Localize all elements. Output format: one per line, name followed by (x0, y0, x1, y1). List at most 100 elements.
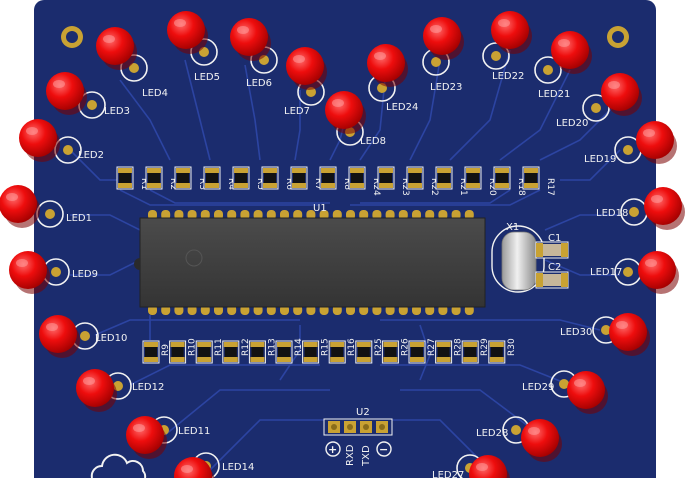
led-label: LED22 (492, 71, 524, 82)
capacitor-c2 (535, 271, 569, 289)
red-led (96, 27, 137, 70)
smd-resistor: R24 (348, 166, 381, 196)
resistor-label: R4 (226, 178, 236, 190)
led-silkscreen-ring (534, 56, 562, 84)
resistor-label: R16 (347, 338, 357, 356)
mounting-hole-icon (607, 26, 629, 48)
chip-label: U1 (313, 203, 327, 214)
smd-resistor: R11 (195, 338, 224, 364)
red-led (638, 251, 679, 294)
red-led (126, 416, 167, 459)
smd-resistor: R15 (302, 338, 331, 364)
resistor-label: R26 (400, 338, 410, 356)
red-led (0, 185, 40, 228)
red-led (76, 369, 117, 412)
led-label: LED1 (66, 213, 92, 224)
resistor-label: R11 (214, 338, 224, 356)
led-label: LED11 (178, 426, 210, 437)
led-label: LED19 (584, 154, 616, 165)
led-label: LED8 (360, 136, 386, 147)
smd-resistor: R23 (377, 166, 410, 196)
led-label: LED23 (430, 82, 462, 93)
red-led (174, 457, 215, 478)
resistor-label: R27 (427, 338, 437, 356)
connector-label: U2 (356, 407, 370, 418)
resistor-label: R14 (294, 338, 304, 356)
smd-resistor: R29 (461, 338, 490, 364)
led-label: LED27 (432, 470, 464, 478)
led-pad (431, 57, 441, 67)
led-body-layer (0, 11, 685, 478)
smd-resistor: R12 (222, 338, 251, 364)
resistor-label: R13 (267, 338, 277, 356)
crystal-oscillator (491, 225, 545, 293)
smd-resistor: R10 (169, 338, 198, 364)
red-led (551, 31, 592, 74)
led-pad (601, 325, 611, 335)
led-label: LED24 (386, 102, 418, 113)
smd-resistor: R18 (493, 166, 526, 196)
red-led (230, 18, 271, 61)
smd-resistor: R8 (319, 166, 352, 190)
led-pad (491, 51, 501, 61)
capacitor-label: C1 (548, 233, 561, 244)
resistor-label: R29 (480, 338, 490, 356)
mounting-hole-icon (61, 26, 83, 48)
led-pad (129, 63, 139, 73)
led-label: LED10 (95, 333, 127, 344)
smd-resistor: R25 (355, 338, 384, 364)
smd-resistor: R22 (406, 166, 439, 196)
led-label: LED3 (104, 106, 130, 117)
plus-symbol-icon (325, 441, 341, 457)
led-label: LED28 (476, 428, 508, 439)
red-led (636, 121, 677, 164)
led-pad (623, 267, 633, 277)
red-led (609, 313, 650, 356)
led-label: LED14 (222, 462, 254, 473)
led-label: LED30 (560, 327, 592, 338)
led-pad (629, 207, 639, 217)
resistor-label: R22 (429, 178, 439, 196)
smd-resistor: R6 (261, 166, 294, 190)
smd-resistor: R16 (328, 338, 357, 364)
led-label: LED12 (132, 382, 164, 393)
smd-resistor: R9 (142, 340, 171, 364)
led-label: LED20 (556, 118, 588, 129)
resistor-label: R17 (545, 178, 555, 196)
led-pad (45, 209, 55, 219)
led-pad (63, 145, 73, 155)
red-led (325, 91, 366, 134)
red-led (644, 187, 685, 230)
led-label-layer: LED1LED2LED3LED4LED5LED6LED7LED8LED9LED1… (66, 71, 628, 478)
resistor-label: R5 (255, 178, 265, 190)
led-pad (51, 267, 61, 277)
resistor-label: R21 (458, 178, 468, 196)
led-label: LED29 (522, 382, 554, 393)
resistor-label: R8 (342, 178, 352, 190)
cloud-logo-icon (90, 453, 147, 478)
led-pad (559, 379, 569, 389)
led-pad (623, 145, 633, 155)
serial-header (323, 418, 393, 436)
led-pad (80, 331, 90, 341)
led-pad (543, 65, 553, 75)
smd-resistor: R21 (435, 166, 468, 196)
connector-pin-rxd: RXD (345, 444, 356, 466)
smd-resistor: R5 (232, 166, 265, 190)
minus-symbol-icon (376, 441, 392, 457)
resistor-label: R1 (139, 178, 149, 190)
led-label: LED18 (596, 208, 628, 219)
led-label: LED7 (284, 106, 310, 117)
capacitor-c1 (535, 241, 569, 259)
red-led (286, 47, 327, 90)
smd-resistor: R13 (248, 338, 277, 364)
capacitor-label: C2 (548, 262, 561, 273)
resistor-label: R24 (371, 178, 381, 196)
led-label: LED17 (590, 267, 622, 278)
led-pad (591, 103, 601, 113)
red-led (367, 44, 408, 87)
led-label: LED4 (142, 88, 168, 99)
red-led (167, 11, 208, 54)
